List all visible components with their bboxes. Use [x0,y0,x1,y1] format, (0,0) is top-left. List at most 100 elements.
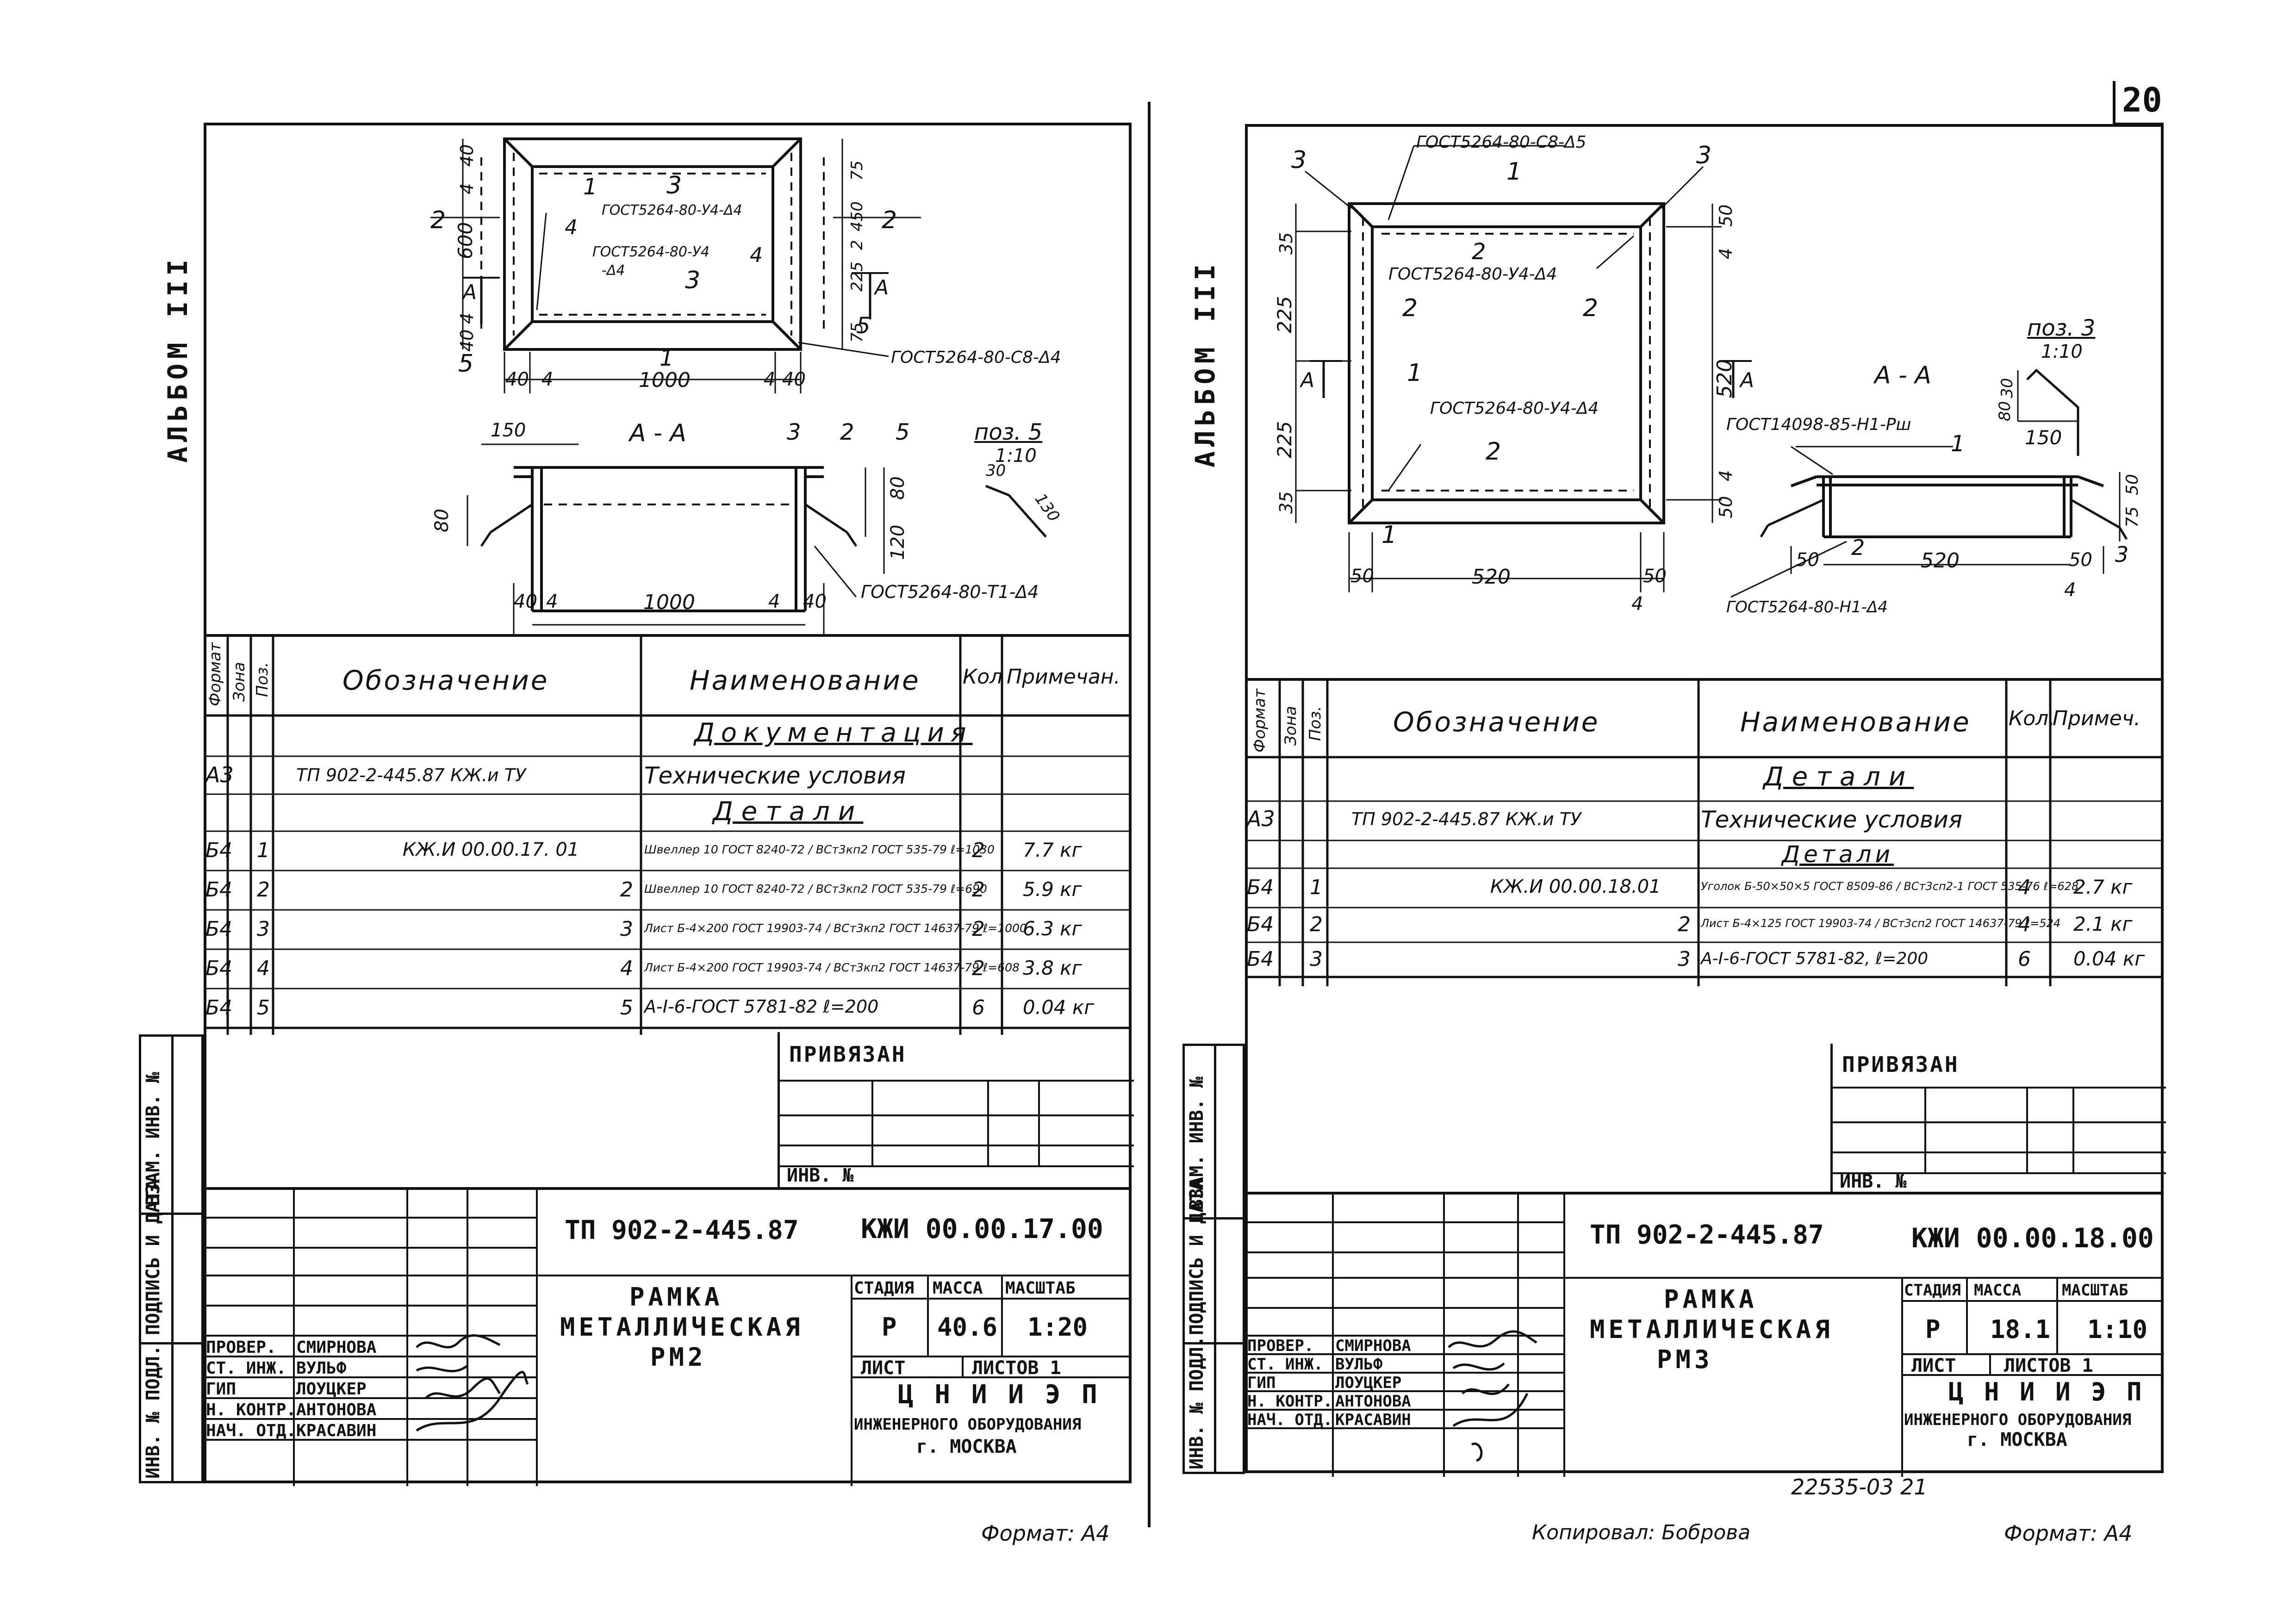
r-spec-row-0-name: Детали [1763,762,1914,792]
r-staff-role-3: Н. КОНТР. [1247,1392,1333,1411]
spec-row-3-format: Б4 [205,839,233,862]
callout-4a: 4 [565,216,578,239]
r-spec-row-1-format: А3 [1247,806,1275,831]
r-gost-top: ГОСТ5264-80-С8-Δ5 [1416,133,1587,152]
r-section-marker-left: А [1300,368,1315,392]
left-privyazan: ПРИВЯЗАН ИНВ. № [778,1032,1134,1187]
section-marker-right: А [875,276,889,299]
left-title-block: ТП 902-2-445.87 КЖИ 00.00.17.00 РАМКА МЕ… [204,1187,1132,1486]
stage-hdr-scale: МАСШТАБ [1005,1279,1076,1298]
spec-row-2-name: Детали [713,796,864,827]
r-sheet-label: ЛИСТ [1911,1355,1956,1376]
detail-dim-30: 30 [986,461,1006,480]
r-spec-row-4-format: Б4 [1247,913,1274,936]
r-detail-dim-80: 80 [1996,401,2014,421]
r-staff-role-0: ПРОВЕР. [1247,1337,1314,1355]
r-staff-name-3: АНТОНОВА [1335,1392,1411,1411]
section-callout-3: 3 [787,419,801,445]
spec-row-3-note: 7.7 кг [1023,839,1082,861]
r-stage-val-mass: 18.1 [1990,1315,2051,1344]
r-title-line-3: РМ3 [1657,1345,1713,1374]
callout-5b: 5 [458,350,474,378]
left-side-strip: ИНВ. № ПОДЛ. ПОДПИСЬ И ДАТА ВЗАМ. ИНВ. № [139,1034,204,1483]
staff-name-2: ЛОУЦКЕР [296,1380,367,1399]
dim-section-bottom-40b: 40 [803,591,827,612]
r-staff-name-1: ВУЛЬФ [1335,1355,1383,1374]
r-callout-1c: 1 [1381,521,1397,549]
r-sec-dim-75: 75 [2123,506,2142,528]
r-detail-scale: 1:10 [2041,341,2083,362]
spec-hdr-qty: Кол [963,665,1003,689]
center-divider [1148,102,1151,1527]
r-stage-val-stage: Р [1925,1315,1941,1344]
format-label-left: Формат: А4 [981,1521,1110,1546]
r-callout-1b: 1 [1407,359,1423,387]
staff-role-0: ПРОВЕР. [206,1338,276,1357]
dim-section-bottom-4b: 4 [768,591,780,612]
gost-bottom: ГОСТ5264-80-С8-Δ4 [891,348,1061,367]
r-stage-val-scale: 1:10 [2087,1315,2148,1344]
spec-row-4-note: 5.9 кг [1023,878,1082,901]
title-line-2: МЕТАЛЛИЧЕСКАЯ [560,1313,804,1342]
r-side-label-vzam: ВЗАМ. ИНВ. № [1186,1076,1207,1210]
r-sec-dim-50b: 50 [2069,549,2092,571]
r-dim-right-4b: 4 [1716,470,1736,481]
left-frame [204,123,1132,1483]
r-sec-dim-2: 2 [1851,535,1865,560]
r-spec-hdr-format: Формат [1251,689,1269,753]
dim-section-bottom-1000: 1000 [643,591,695,614]
r-spec-hdr-qty: Кол. [2009,707,2055,730]
left-spec-table: Формат Зона Поз. Обозначение Наименовани… [204,634,1132,1035]
r-callout-3a: 3 [1291,146,1307,174]
staff-name-0: СМИРНОВА [296,1338,377,1357]
staff-role-4: НАЧ. ОТД. [206,1421,297,1440]
r-spec-row-1-name: Технические условия [1701,806,1962,833]
r-callout-2b: 2 [1402,294,1418,322]
callout-2b: 2 [882,206,897,234]
left-spec-grid [204,637,1132,1035]
r-gost-section: ГОСТ14098-85-Н1-Рш [1726,415,1911,434]
r-spec-row-2-name: Детали [1782,841,1894,868]
r-org-dept: ИНЖЕНЕРНОГО ОБОРУДОВАНИЯ [1904,1411,2132,1429]
section-title: А - А [629,419,686,447]
right-side-strip: ИНВ. № ПОДЛ. ПОДПИСЬ И ДАТА ВЗАМ. ИНВ. № [1182,1044,1245,1474]
r-spec-row-3-designation: КЖ.И 00.00.18.01 [1490,876,1661,897]
r-spec-row-3-qty: 4 [2018,876,2031,899]
r-dim-right-4a: 4 [1716,248,1736,259]
r-gost-inner: ГОСТ5264-80-У4-Δ4 [1388,265,1557,284]
spec-row-3-pos: 1 [257,839,270,862]
dim-section-bottom-4: 4 [546,591,558,612]
spec-row-1-format: А3 [205,762,234,787]
r-spec-row-5-designation: 3 [1678,947,1691,971]
spec-row-5-pos: 3 [257,917,270,941]
section-marker-left: А [463,280,477,304]
gost-inner-mid: ГОСТ5264-80-У4 [592,244,710,260]
r-section-title: А - А [1874,361,1931,389]
r-stage-hdr-scale: МАСШТАБ [2062,1281,2128,1300]
privyazan-label: ПРИВЯЗАН [789,1042,907,1067]
spec-row-5-note: 6.3 кг [1023,917,1082,940]
r-spec-row-5-qty: 6 [2018,947,2031,971]
r-spec-row-1-designation: ТП 902-2-445.87 КЖ.и ТУ [1351,809,1581,829]
r-staff-name-0: СМИРНОВА [1335,1337,1411,1355]
spec-row-5-designation: 3 [620,917,633,941]
r-dim-right-520: 520 [1713,359,1736,398]
signatures [416,1334,529,1432]
callout-3b: 3 [685,267,701,294]
r-gost-section2: ГОСТ5264-80-Н1-Δ4 [1726,598,1888,616]
r-title-line-1: РАМКА [1664,1285,1758,1314]
stage-hdr-stage: СТАДИЯ [854,1279,915,1298]
r-staff-role-1: СТ. ИНЖ. [1247,1355,1323,1374]
staff-name-4: КРАСАВИН [296,1421,377,1440]
spec-row-1-designation: ТП 902-2-445.87 КЖ.и ТУ [296,765,526,785]
r-sec-callout-1: 1 [1951,431,1965,457]
r-spec-row-3-note: 2.7 кг [2073,876,2133,898]
r-spec-row-5-note: 0.04 кг [2073,947,2145,970]
stage-val-mass: 40.6 [937,1313,998,1342]
archive-number: 22535-03 21 [1791,1475,1928,1500]
gost-inner-top: ГОСТ5264-80-У4-Δ4 [602,202,742,218]
detail-title: поз. 5 [974,419,1043,445]
r-spec-row-3-pos: 1 [1310,876,1323,899]
spec-row-6-designation: 4 [620,957,633,980]
staff-name-3: АНТОНОВА [296,1400,377,1419]
